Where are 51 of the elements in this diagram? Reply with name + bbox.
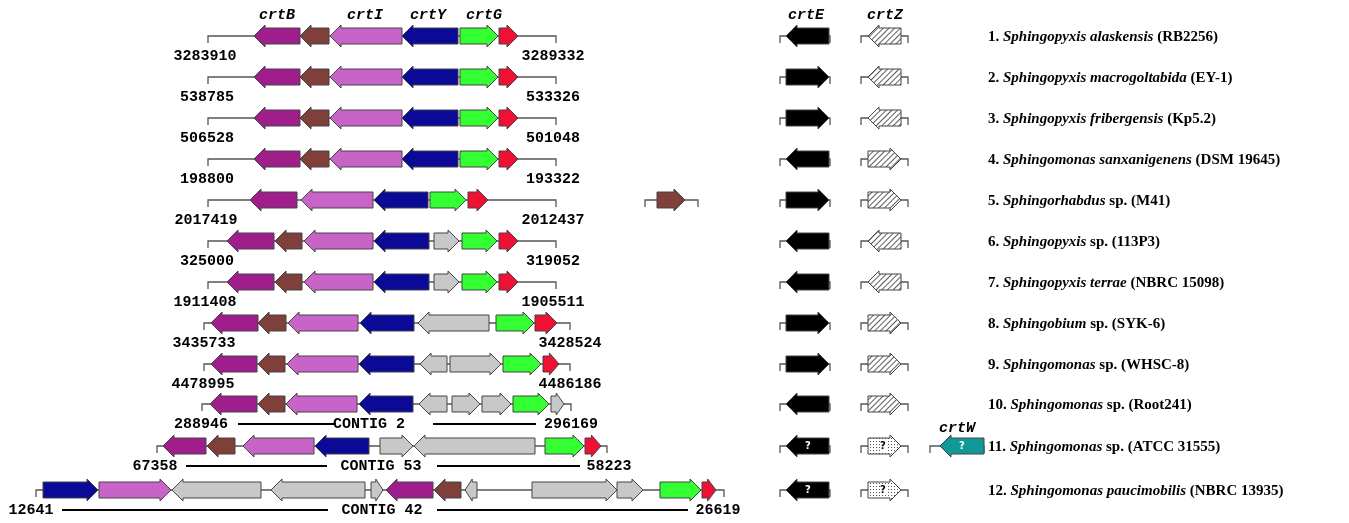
coordinate-label: 198800 bbox=[180, 171, 234, 187]
coordinate-label: 296169 bbox=[544, 416, 598, 432]
coordinate-label: 501048 bbox=[526, 130, 580, 146]
gene-name-label: crtZ bbox=[867, 7, 903, 23]
species-label: 3. Sphingopyxis fribergensis (Kp5.2) bbox=[988, 110, 1216, 126]
gene-name-label: crtB bbox=[259, 7, 295, 23]
species-label: 1. Sphingopyxis alaskensis (RB2256) bbox=[988, 28, 1219, 44]
species-label: 10. Sphingomonas sp. (Root241) bbox=[988, 396, 1192, 412]
unknown-mark: ? bbox=[880, 485, 886, 495]
coordinate-label: 193322 bbox=[526, 171, 580, 187]
coordinate-label: 3283910 bbox=[173, 48, 237, 64]
unknown-mark: ? bbox=[805, 441, 811, 451]
coordinate-label: 67358 bbox=[132, 458, 178, 474]
gene-name-label: crtI bbox=[347, 7, 383, 23]
species-label: 7. Sphingopyxis terrae (NBRC 15098) bbox=[988, 274, 1225, 290]
coordinate-label: 2012437 bbox=[521, 212, 585, 228]
gene-name-label: crtG bbox=[466, 7, 502, 23]
coordinate-label: 288946 bbox=[174, 416, 228, 432]
unknown-mark: ? bbox=[805, 485, 811, 495]
coordinate-label: 4478995 bbox=[171, 376, 235, 392]
gene-name-label: crtW bbox=[939, 420, 975, 436]
species-label: 12. Sphingomonas paucimobilis (NBRC 13935) bbox=[988, 482, 1284, 498]
coordinate-label: 4486186 bbox=[538, 376, 602, 392]
contig-label: CONTIG 42 bbox=[341, 502, 423, 518]
species-label: 11. Sphingomonas sp. (ATCC 31555) bbox=[988, 438, 1221, 454]
coordinate-label: 506528 bbox=[180, 130, 234, 146]
species-label: 8. Sphingobium sp. (SYK-6) bbox=[988, 315, 1166, 331]
species-label: 2. Sphingopyxis macrogoltabida (EY-1) bbox=[988, 69, 1233, 85]
coordinate-label: 3428524 bbox=[538, 335, 602, 351]
gene-name-label: crtY bbox=[410, 7, 446, 23]
contig-label: CONTIG 53 bbox=[340, 458, 422, 474]
coordinate-label: 1905511 bbox=[521, 294, 585, 310]
coordinate-label: 325000 bbox=[180, 253, 234, 269]
species-label: 4. Sphingomonas sanxanigenens (DSM 19645) bbox=[988, 151, 1281, 167]
contig-label: CONTIG 2 bbox=[333, 416, 405, 432]
coordinate-label: 58223 bbox=[586, 458, 632, 474]
species-label: 5. Sphingorhabdus sp. (M41) bbox=[988, 192, 1171, 208]
coordinate-label: 533326 bbox=[526, 89, 580, 105]
unknown-mark: ? bbox=[959, 441, 965, 451]
coordinate-label: 1911408 bbox=[173, 294, 237, 310]
coordinate-label: 3289332 bbox=[521, 48, 585, 64]
coordinate-label: 2017419 bbox=[174, 212, 238, 228]
unknown-mark: ? bbox=[880, 441, 886, 451]
coordinate-label: 26619 bbox=[695, 502, 741, 518]
gene-name-label: crtE bbox=[788, 7, 824, 23]
species-label: 6. Sphingopyxis sp. (113P3) bbox=[988, 233, 1161, 249]
coordinate-label: 538785 bbox=[180, 89, 234, 105]
coordinate-label: 319052 bbox=[526, 253, 580, 269]
species-label: 9. Sphingomonas sp. (WHSC-8) bbox=[988, 356, 1190, 372]
coordinate-label: 3435733 bbox=[172, 335, 236, 351]
coordinate-label: 12641 bbox=[8, 502, 54, 518]
